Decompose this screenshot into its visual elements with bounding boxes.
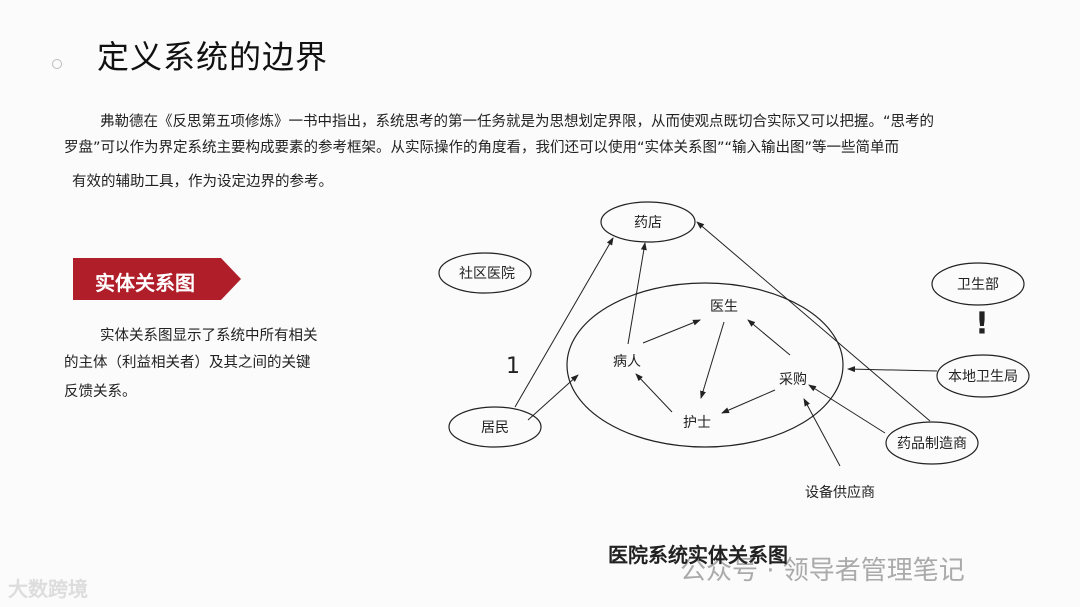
description-line: 实体关系图显示了系统中所有相关 xyxy=(100,328,318,344)
node-pharmacy-shape xyxy=(600,201,696,243)
paragraph-line: 弗勒德在《反思第五项修炼》一书中指出，系统思考的第一任务就是为思想划定界限，从而… xyxy=(100,114,935,130)
node-community-hospital: 社区医院 xyxy=(459,266,515,282)
arrow xyxy=(700,321,725,399)
arrow xyxy=(847,366,938,373)
paragraph-line: 罗盘”可以作为界定系统主要构成要素的参考框架。从实际操作的角度看，我们还可以使用… xyxy=(64,140,900,156)
system-boundary xyxy=(566,282,844,448)
node-ministry: 卫生部 xyxy=(957,277,999,293)
paragraph-line: 有效的辅助工具，作为设定边界的参考。 xyxy=(72,174,333,190)
node-nurse: 护士 xyxy=(683,415,711,431)
node-patient: 病人 xyxy=(613,354,641,370)
arrow xyxy=(527,374,579,421)
section-banner xyxy=(73,258,241,300)
node-residents: 居民 xyxy=(481,420,509,436)
arrow xyxy=(721,389,776,414)
slide-title: 定义系统的边界 xyxy=(97,38,329,76)
arrow xyxy=(808,384,886,434)
arrow xyxy=(803,398,841,467)
section-banner-label: 实体关系图 xyxy=(95,271,195,295)
mark-exclaim: ! xyxy=(975,307,989,342)
diagram-caption: 医院系统实体关系图 xyxy=(608,543,788,567)
arrow xyxy=(635,373,673,413)
mark-one: 1 xyxy=(506,354,520,379)
node-equipment-supplier: 设备供应商 xyxy=(805,484,875,501)
node-purchasing: 采购 xyxy=(779,372,807,388)
arrow xyxy=(514,237,614,408)
node-doctor: 医生 xyxy=(710,299,738,315)
node-pharmacy: 药店 xyxy=(634,215,662,231)
node-drug-maker-shape xyxy=(885,421,979,465)
node-local-bureau-shape xyxy=(936,354,1030,398)
node-drug-maker: 药品制造商 xyxy=(897,436,967,452)
description-line: 的主体（利益相关者）及其之间的关键 xyxy=(64,355,311,371)
bullet-dot xyxy=(52,59,62,69)
arrow xyxy=(627,242,647,345)
node-residents-shape xyxy=(448,406,542,448)
description-line: 反馈关系。 xyxy=(64,384,137,400)
node-local-bureau: 本地卫生局 xyxy=(948,369,1018,385)
node-ministry-shape xyxy=(931,262,1025,306)
arrow xyxy=(642,319,701,344)
node-community-hospital-shape xyxy=(438,252,532,294)
watermark-logo: 大数跨境 xyxy=(8,577,88,601)
arrow xyxy=(696,221,931,422)
arrow xyxy=(747,319,791,356)
watermark: 公众号 · 领导者管理笔记 xyxy=(680,556,965,586)
